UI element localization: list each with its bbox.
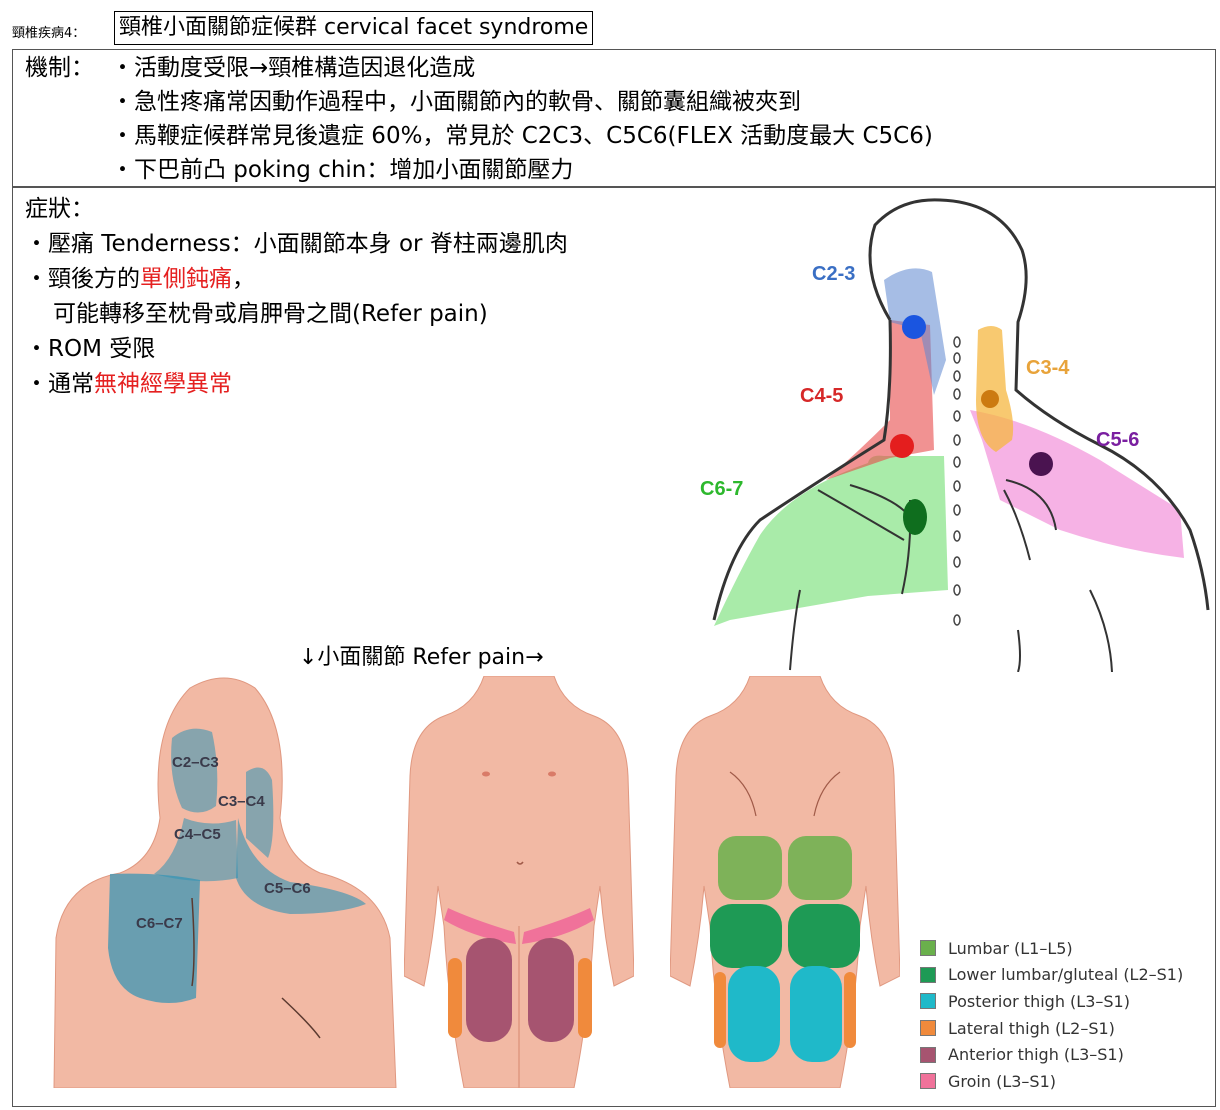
label-c3-c4: C3–C4 bbox=[218, 793, 265, 810]
body-outline bbox=[868, 198, 1210, 611]
legend-item: Lumbar (L1–L5) bbox=[920, 935, 1210, 962]
zone-lumbar bbox=[718, 836, 782, 900]
zone-posterior-thigh bbox=[728, 966, 780, 1062]
zone-c6-7 bbox=[714, 455, 948, 626]
body-silhouette bbox=[670, 676, 900, 1088]
symptom-item: 可能轉移至枕骨或肩胛骨之間(Refer pain) bbox=[53, 301, 488, 327]
label-c6-7: C6-7 bbox=[700, 478, 743, 500]
legend-label: Lumbar (L1–L5) bbox=[948, 938, 1073, 958]
zone-c3-c4 bbox=[246, 767, 274, 858]
legend-swatch bbox=[920, 993, 936, 1010]
legend-swatch bbox=[920, 1046, 936, 1063]
zone-c3-4 bbox=[976, 326, 1014, 452]
zone-groin bbox=[444, 908, 516, 944]
zone-lower-lumbar-gluteal bbox=[710, 904, 782, 968]
legend-swatch bbox=[920, 1020, 936, 1037]
symptom-highlight: 單側鈍痛 bbox=[140, 266, 232, 292]
symptom-item: ・頸後方的單側鈍痛， bbox=[25, 264, 255, 294]
label-c3-4: C3-4 bbox=[1026, 357, 1070, 379]
symptoms-label: 症狀： bbox=[25, 196, 94, 222]
point-c2-3 bbox=[902, 315, 926, 339]
symptom-text: ， bbox=[232, 266, 255, 292]
label-c4-c5: C4–C5 bbox=[174, 826, 221, 843]
point-c3-4 bbox=[981, 390, 999, 408]
label-c4-5: C4-5 bbox=[800, 385, 843, 407]
posterior-body-figure bbox=[670, 676, 900, 1088]
symptom-item: ・通常無神經學異常 bbox=[25, 369, 232, 399]
section-number: 頸椎疾病4： bbox=[12, 26, 86, 41]
anterior-body-figure bbox=[404, 676, 634, 1088]
symptoms-box: 症狀： ・壓痛 Tenderness：小面關節本身 or 脊柱兩邊肌肉 ・頸後方… bbox=[12, 187, 1216, 1107]
refer-pain-caption: ↓小面關節 Refer pain→ bbox=[299, 645, 544, 670]
legend-label: Anterior thigh (L3–S1) bbox=[948, 1045, 1124, 1065]
point-c6-7 bbox=[903, 499, 927, 535]
label-c5-c6: C5–C6 bbox=[264, 880, 311, 897]
label-c2-c3: C2–C3 bbox=[172, 754, 219, 771]
mechanism-item: ・活動度受限→頸椎構造因退化造成 bbox=[111, 55, 476, 81]
mechanism-item: ・下巴前凸 poking chin：增加小面關節壓力 bbox=[111, 157, 574, 183]
legend-item: Anterior thigh (L3–S1) bbox=[920, 1041, 1210, 1068]
mechanism-item: ・馬鞭症候群常見後遺症 60%，常見於 C2C3、C5C6(FLEX 活動度最大… bbox=[111, 123, 933, 149]
point-c4-5 bbox=[890, 434, 914, 458]
legend-item: Posterior thigh (L3–S1) bbox=[920, 988, 1210, 1015]
legend-swatch bbox=[920, 966, 936, 983]
label-c5-6: C5-6 bbox=[1096, 429, 1139, 451]
zone-lateral-thigh bbox=[714, 972, 726, 1048]
zone-lumbar bbox=[788, 836, 852, 900]
legend-item: Lateral thigh (L2–S1) bbox=[920, 1015, 1210, 1042]
legend-swatch bbox=[920, 1073, 936, 1090]
zone-lateral-thigh bbox=[448, 958, 462, 1038]
point-c5-6 bbox=[1029, 452, 1053, 476]
legend-label: Groin (L3–S1) bbox=[948, 1071, 1056, 1091]
zone-anterior-thigh bbox=[466, 938, 512, 1042]
zone-lower-lumbar-gluteal bbox=[788, 904, 860, 968]
body-silhouette bbox=[53, 677, 397, 1088]
mechanism-label: 機制： bbox=[25, 55, 94, 81]
zone-c2-c3 bbox=[171, 728, 218, 813]
zone-c5-c6 bbox=[236, 818, 366, 914]
symptom-text: ・通常 bbox=[25, 371, 94, 397]
symptom-highlight: 無神經學異常 bbox=[94, 371, 232, 397]
zone-c4-c5 bbox=[154, 818, 238, 882]
neck-shoulder-figure: C2–C3 C3–C4 C4–C5 C5–C6 C6–C7 bbox=[53, 677, 397, 1088]
label-c6-c7: C6–C7 bbox=[136, 915, 183, 932]
mechanism-item: ・急性疼痛常因動作過程中，小面關節內的軟骨、關節囊組織被夾到 bbox=[111, 89, 801, 115]
zone-c2-3 bbox=[884, 268, 946, 395]
symptom-text: ・頸後方的 bbox=[25, 266, 140, 292]
legend-swatch bbox=[920, 940, 936, 957]
neck-referral-figure: C2-3 C3-4 C4-5 C5-6 C6-7 bbox=[700, 198, 1210, 672]
legend-item: Lower lumbar/gluteal (L2–S1) bbox=[920, 962, 1210, 989]
legend-label: Lower lumbar/gluteal (L2–S1) bbox=[948, 965, 1184, 985]
page-title: 頸椎小面關節症候群 cervical facet syndrome bbox=[114, 11, 594, 45]
zone-lateral-thigh bbox=[578, 958, 592, 1038]
legend-label: Lateral thigh (L2–S1) bbox=[948, 1018, 1115, 1038]
legend: Lumbar (L1–L5) Lower lumbar/gluteal (L2–… bbox=[920, 935, 1210, 1095]
label-c2-3: C2-3 bbox=[812, 263, 855, 285]
zone-anterior-thigh bbox=[528, 938, 574, 1042]
legend-item: Groin (L3–S1) bbox=[920, 1068, 1210, 1095]
mechanism-box: 機制： ・活動度受限→頸椎構造因退化造成 ・急性疼痛常因動作過程中，小面關節內的… bbox=[12, 49, 1216, 187]
symptom-item: ・ROM 受限 bbox=[25, 336, 156, 362]
zone-lateral-thigh bbox=[844, 972, 856, 1048]
legend-label: Posterior thigh (L3–S1) bbox=[948, 991, 1130, 1011]
zone-c6-c7 bbox=[108, 873, 200, 1003]
zone-c5-6 bbox=[970, 410, 1184, 558]
zone-posterior-thigh bbox=[790, 966, 842, 1062]
symptom-item: ・壓痛 Tenderness：小面關節本身 or 脊柱兩邊肌肉 bbox=[25, 231, 568, 257]
zone-groin bbox=[522, 908, 594, 944]
